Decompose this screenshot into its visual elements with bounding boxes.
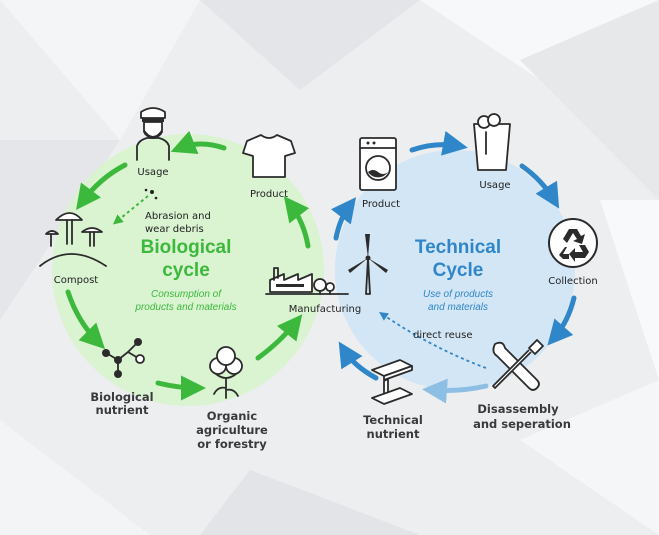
technical-nutrient-label-line2: nutrient [367, 427, 420, 441]
technical-nutrient-label-line1: Technical [363, 413, 423, 427]
biological-arrows [65, 130, 311, 401]
bio-product-label: Product [250, 189, 288, 200]
molecule-icon [102, 338, 145, 378]
collection-label: Collection [548, 276, 597, 287]
washing-machine-icon [359, 137, 397, 191]
abrasion-label-line1: Abrasion and [145, 211, 211, 222]
manufacturing-label: Manufacturing [289, 304, 361, 315]
arrow-product-to-usage [170, 130, 227, 155]
wind-turbine-icon [348, 234, 388, 295]
technical-circle [335, 150, 575, 390]
disassembly-label-line1: Disassembly [477, 402, 559, 416]
disassembly-label-line2: and seperation [473, 417, 571, 431]
technical-arrows [330, 131, 577, 381]
technical-subtitle-line1: Use of products [423, 289, 493, 300]
biological-title-line2: cycle [162, 260, 210, 281]
recycle-icon [548, 218, 598, 268]
arrow-manufacturing-to-product [283, 196, 311, 249]
abrasion-label-line2: wear debris [145, 224, 204, 235]
technical-title-line2: Cycle [433, 260, 484, 281]
biological-subtitle-line1: Consumption of [151, 289, 222, 300]
tech-usage-label: Usage [479, 180, 510, 191]
tshirt-icon [242, 134, 296, 178]
biological-subtitle-line2: products and materials [134, 302, 236, 313]
biological-circle [52, 134, 324, 406]
agriculture-label-line3: or forestry [197, 437, 267, 451]
arrow-agri-to-manufacturing [255, 314, 303, 361]
arrow-usage-to-collection [519, 163, 560, 209]
arrow-collection-to-disassembly [547, 295, 577, 346]
bucket-icon [473, 113, 511, 171]
direct-reuse-label: direct reuse [413, 330, 473, 341]
steel-beam-icon [371, 359, 413, 405]
abrasion-dashed-arrow [112, 195, 149, 225]
wrench-screwdriver-icon [492, 339, 544, 391]
factory-icon [265, 267, 349, 295]
arrow-manufacturing-to-product-tech [330, 197, 357, 241]
mushroom-icon [39, 212, 107, 267]
biological-nutrient-label-line2: nutrient [96, 403, 149, 417]
biological-nutrient-label-line1: Biological [90, 390, 153, 404]
arrow-disassembly-to-nutrient [422, 378, 489, 404]
technical-subtitle-line2: and materials [428, 302, 488, 313]
bio-usage-label: Usage [137, 167, 168, 178]
arrow-product-to-usage-tech [409, 131, 468, 156]
biological-title-line1: Biological [141, 237, 232, 258]
agriculture-label-line2: agriculture [196, 423, 268, 437]
compost-label: Compost [54, 275, 99, 286]
arrow-usage-to-compost [75, 162, 128, 210]
cotton-plant-icon [209, 346, 243, 399]
arrow-nutrient-to-manufacturing [338, 341, 379, 381]
direct-reuse-dashed-arrow [379, 311, 487, 369]
tech-product-label: Product [362, 199, 400, 210]
arrow-nutrient-to-agri [155, 375, 206, 401]
technical-title-line1: Technical [415, 237, 501, 258]
person-icon [136, 107, 170, 161]
arrow-compost-to-nutrient [65, 289, 106, 350]
agriculture-label-line1: Organic [207, 409, 258, 423]
